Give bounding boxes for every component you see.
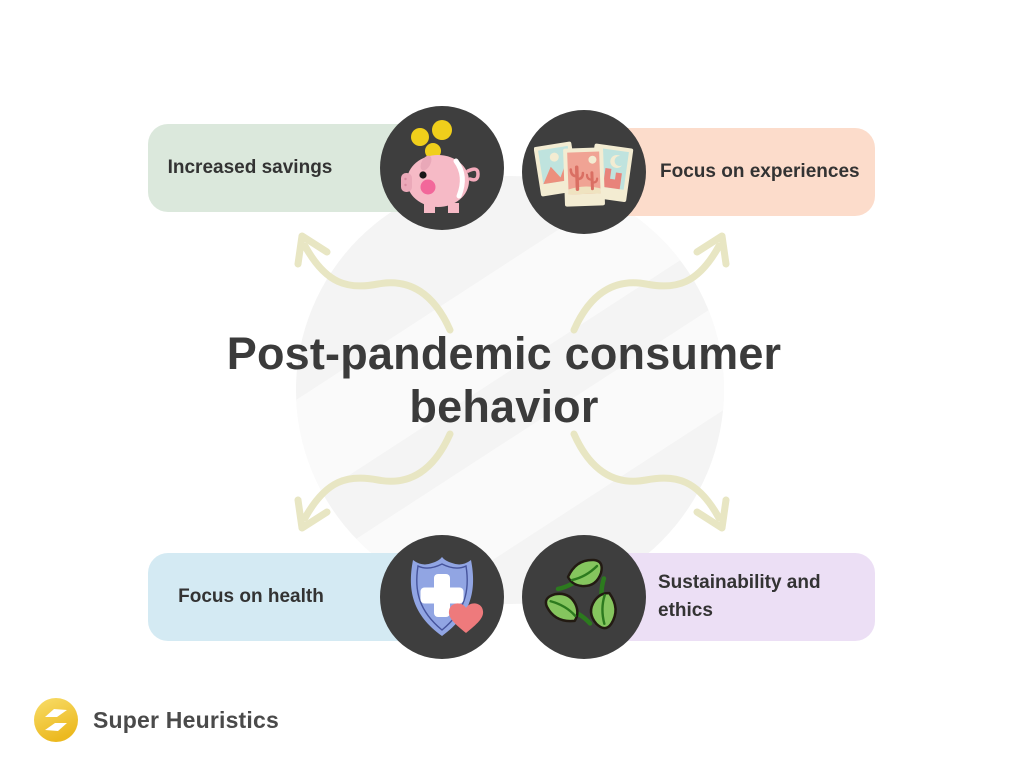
page-title: Post-pandemic consumer behavior — [152, 328, 856, 433]
page-title-line1: Post-pandemic consumer — [226, 328, 782, 379]
health-shield-icon — [410, 557, 484, 636]
node-icon-circle — [380, 535, 504, 659]
node-label: Increased savings — [167, 157, 333, 179]
node-label: Focus on experiences — [660, 161, 860, 183]
recycle-leaves-icon — [534, 547, 634, 647]
piggy-bank-icon — [401, 120, 480, 213]
super-heuristics-logo-icon — [34, 698, 78, 742]
brand-footer: Super Heuristics — [32, 696, 279, 744]
node-icon-circle — [380, 106, 504, 230]
photo-stack-icon — [534, 141, 634, 207]
node-label: Sustainability and ethics — [658, 572, 821, 621]
photo-cactus — [563, 147, 605, 207]
node-icon-circle — [522, 535, 646, 659]
node-label: Focus on health — [178, 586, 324, 608]
brand-name: Super Heuristics — [93, 706, 279, 733]
page-title-line2: behavior — [409, 380, 599, 432]
node-icon-circle — [522, 110, 646, 234]
